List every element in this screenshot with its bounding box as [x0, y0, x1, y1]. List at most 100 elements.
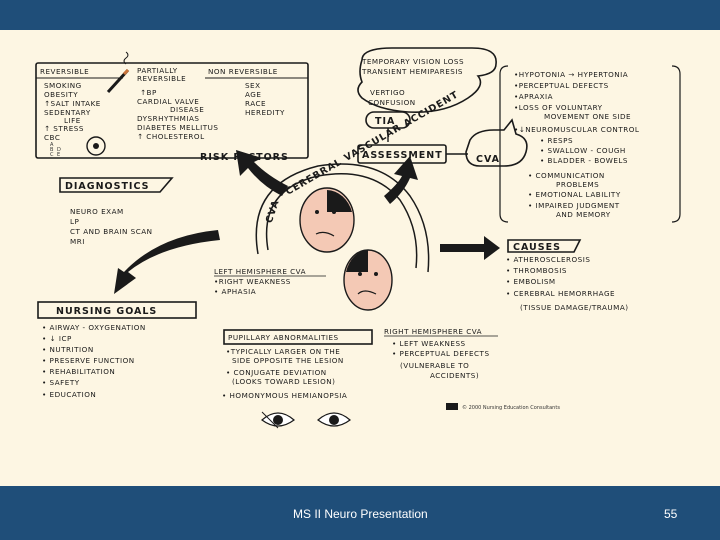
nursing-goals-item: • REHABILITATION [42, 367, 115, 376]
slide-footer-bar [0, 486, 720, 540]
assessment-item: AND MEMORY [556, 210, 611, 219]
left-cva-panel: LEFT HEMISPHERE CVA •RIGHT WEAKNESS • AP… [214, 267, 326, 296]
nursing-goals-item: • PRESERVE FUNCTION [42, 356, 135, 365]
risk-col1-item: ↑ STRESS [44, 124, 84, 133]
nursing-goals-item: • NUTRITION [42, 345, 94, 354]
risk-cbc-sub: D [57, 147, 61, 153]
risk-col1-item: CBC [44, 133, 60, 142]
arrow-to-causes [440, 236, 500, 260]
causes-item: • ATHEROSCLEROSIS [506, 255, 590, 264]
assessment-label: ASSESSMENT [362, 150, 443, 161]
copyright-text: © 2000 Nursing Education Consultants [462, 404, 560, 411]
assessment-panel: ASSESSMENT CVA •HYPOTONIA → HYPERTONIA •… [357, 65, 681, 223]
assessment-item: • SWALLOW - COUGH [540, 146, 626, 155]
assessment-item: PROBLEMS [556, 180, 599, 189]
arrow-to-risk [236, 150, 288, 196]
nursing-goals-item: • SAFETY [42, 378, 80, 387]
risk-col2-item: DIABETES MELLITUS [137, 123, 218, 132]
head-left-hemisphere [299, 187, 355, 253]
slide-top-bar [0, 0, 720, 30]
right-cva-item: (VULNERABLE TO [400, 361, 469, 370]
risk-col3-item: HEREDITY [245, 108, 285, 117]
risk-col2-item: DISEASE [170, 105, 204, 114]
risk-col2-item: ↑ CHOLESTEROL [137, 132, 205, 141]
risk-cbc-sub: B [50, 147, 54, 153]
risk-col2-item: DYSRHYTHMIAS [137, 114, 199, 123]
risk-cbc-sub: A [50, 142, 54, 148]
eye-icon [261, 412, 295, 427]
diagnostics-item: MRI [70, 237, 85, 246]
pupillary-item: SIDE OPPOSITE THE LESION [232, 356, 344, 365]
assessment-cva-label: CVA [476, 154, 500, 165]
assessment-item: •LOSS OF VOLUNTARY [514, 103, 603, 112]
footer-page-number: 55 [664, 507, 678, 521]
diagnostics-panel: DIAGNOSTICS NEURO EXAM LP CT AND BRAIN S… [59, 177, 174, 246]
causes-panel: CAUSES • ATHEROSCLEROSIS • THROMBOSIS • … [506, 239, 629, 312]
risk-col2-item: ↑BP [140, 88, 157, 97]
copyright: © 2000 Nursing Education Consultants [446, 403, 560, 411]
center-cva-label: CVA [264, 198, 282, 224]
pupillary-title: PUPILLARY ABNORMALITIES [228, 333, 339, 342]
diagnostics-item: LP [70, 217, 80, 226]
right-cva-item: • LEFT WEAKNESS [392, 339, 466, 348]
risk-col3-item: RACE [245, 99, 266, 108]
risk-cbc-sub: C [50, 152, 54, 158]
scale-icon [86, 136, 106, 156]
diagnostics-title: DIAGNOSTICS [65, 181, 149, 192]
cva-diagram: REVERSIBLE SMOKING OBESITY ↑SALT INTAKE … [35, 47, 681, 429]
tia-label: TIA [375, 116, 395, 127]
risk-col3-header: NON REVERSIBLE [208, 67, 278, 76]
diagnostics-item: CT AND BRAIN SCAN [70, 227, 153, 236]
tia-line: CONFUSION [368, 98, 416, 107]
left-cva-item: •RIGHT WEAKNESS [214, 277, 291, 286]
assessment-item: • IMPAIRED JUDGMENT [528, 201, 620, 210]
causes-title: CAUSES [513, 242, 561, 253]
right-cva-panel: RIGHT HEMISPHERE CVA • LEFT WEAKNESS • P… [384, 327, 498, 380]
assessment-item: •HYPOTONIA → HYPERTONIA [514, 70, 628, 79]
tia-line: TRANSIENT HEMIPARESIS [361, 67, 463, 76]
pupillary-item: (LOOKS TOWARD LESION) [232, 377, 335, 386]
tia-line: TEMPORARY VISION LOSS [361, 57, 464, 66]
risk-col2-header-2: REVERSIBLE [137, 74, 186, 83]
tia-panel: TEMPORARY VISION LOSS TRANSIENT HEMIPARE… [357, 47, 497, 142]
pupillary-item: •TYPICALLY LARGER ON THE [226, 347, 340, 356]
assessment-item: • EMOTIONAL LABILITY [528, 190, 621, 199]
nursing-goals-item: • ↓ ICP [42, 334, 72, 343]
cigarette-icon [106, 51, 130, 94]
causes-item: • THROMBOSIS [506, 266, 567, 275]
risk-col1-item: ↑SALT INTAKE [44, 99, 101, 108]
head-right-hemisphere [343, 249, 393, 311]
tia-line: VERTIGO [370, 88, 405, 97]
risk-factors-panel: REVERSIBLE SMOKING OBESITY ↑SALT INTAKE … [35, 51, 309, 163]
risk-col3-item: AGE [245, 90, 261, 99]
right-cva-item: • PERCEPTUAL DEFECTS [392, 349, 490, 358]
assessment-item: •PERCEPTUAL DEFECTS [514, 81, 609, 90]
diagnostics-item: NEURO EXAM [70, 207, 124, 216]
assessment-item: • RESPS [540, 136, 573, 145]
assessment-item: MOVEMENT ONE SIDE [544, 112, 631, 121]
pupillary-item: • HOMONYMOUS HEMIANOPSIA [222, 391, 347, 400]
risk-col2-header-1: PARTIALLY [137, 66, 178, 75]
risk-col3-item: SEX [245, 81, 261, 90]
nursing-goals-panel: NURSING GOALS • AIRWAY - OXYGENATION • ↓… [37, 301, 197, 399]
pupillary-item: • CONJUGATE DEVIATION [226, 368, 327, 377]
risk-col1-header: REVERSIBLE [40, 67, 89, 76]
causes-item: (TISSUE DAMAGE/TRAUMA) [520, 303, 629, 312]
nursing-goals-item: • AIRWAY - OXYGENATION [42, 323, 146, 332]
assessment-item: •APRAXIA [514, 92, 553, 101]
footer-title: MS II Neuro Presentation [293, 507, 428, 521]
eye-icon [317, 412, 351, 427]
arrow-to-assessment [384, 156, 418, 204]
right-cva-title: RIGHT HEMISPHERE CVA [384, 327, 482, 336]
right-cva-item: ACCIDENTS) [430, 371, 479, 380]
left-cva-item: • APHASIA [214, 287, 256, 296]
left-cva-title: LEFT HEMISPHERE CVA [214, 267, 306, 276]
nursing-goals-title: NURSING GOALS [56, 306, 157, 317]
causes-item: • EMBOLISM [506, 277, 556, 286]
risk-col1-item: LIFE [64, 116, 81, 125]
causes-item: • CEREBRAL HEMORRHAGE [506, 289, 615, 298]
risk-col2-item: CARDIAL VALVE [137, 97, 199, 106]
nursing-goals-item: • EDUCATION [42, 390, 96, 399]
assessment-item: • BLADDER - BOWELS [540, 156, 628, 165]
pupillary-panel: PUPILLARY ABNORMALITIES •TYPICALLY LARGE… [222, 329, 373, 429]
